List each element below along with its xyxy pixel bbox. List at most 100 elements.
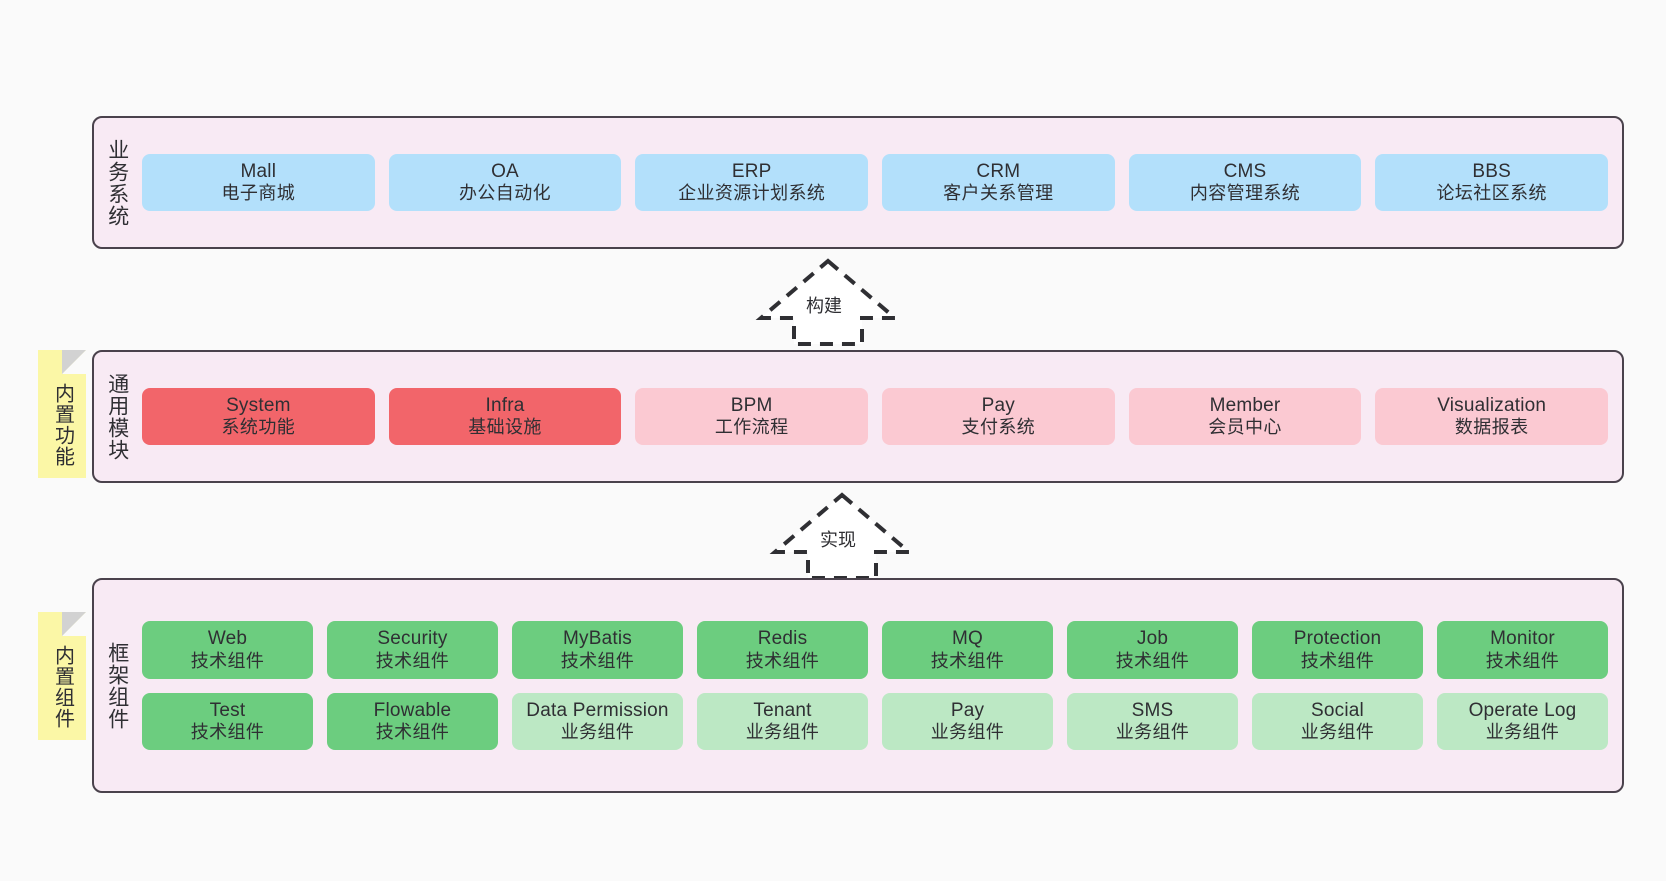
node-system[interactable]: System 系统功能 xyxy=(142,387,375,446)
connector-build: 构建 xyxy=(755,258,901,346)
node-bpm[interactable]: BPM 工作流程 xyxy=(635,387,869,446)
node-mq[interactable]: MQ 技术组件 xyxy=(882,621,1053,679)
node-title: Data Permission xyxy=(526,699,669,721)
node-subtitle: 企业资源计划系统 xyxy=(678,183,826,204)
node-web[interactable]: Web 技术组件 xyxy=(142,621,313,679)
node-row: System 系统功能 Infra 基础设施 BPM 工作流程 Pay 支付系统… xyxy=(142,387,1609,446)
layer-business-systems-title: 业务系统 xyxy=(105,138,129,227)
node-subtitle: 技术组件 xyxy=(930,650,1005,671)
node-title: Protection xyxy=(1293,628,1382,650)
node-subtitle: 技术组件 xyxy=(375,721,450,742)
node-title: CMS xyxy=(1223,160,1267,182)
node-title: Job xyxy=(1136,628,1169,650)
node-row: Test 技术组件 Flowable 技术组件 Data Permission … xyxy=(142,692,1608,750)
node-mall[interactable]: Mall 电子商城 xyxy=(142,153,375,212)
node-subtitle: 业务组件 xyxy=(1300,721,1375,742)
node-subtitle: 客户关系管理 xyxy=(943,183,1054,204)
node-subtitle: 技术组件 xyxy=(1300,650,1375,671)
node-title: Operate Log xyxy=(1468,699,1577,721)
node-row: Web 技术组件 Security 技术组件 MyBatis 技术组件 Redi… xyxy=(142,621,1608,679)
node-social[interactable]: Social 业务组件 xyxy=(1252,692,1423,750)
node-title: Flowable xyxy=(373,699,452,721)
node-subtitle: 论坛社区系统 xyxy=(1436,183,1547,204)
node-subtitle: 内容管理系统 xyxy=(1189,183,1301,204)
node-title: Security xyxy=(377,628,448,650)
node-title: Member xyxy=(1209,394,1281,416)
node-flowable[interactable]: Flowable 技术组件 xyxy=(327,692,498,750)
node-title: Pay xyxy=(981,394,1016,416)
node-data-permission[interactable]: Data Permission 业务组件 xyxy=(512,692,683,750)
node-subtitle: 技术组件 xyxy=(375,650,450,671)
sticky-note-builtin-components: 内置组件 xyxy=(38,612,86,740)
node-title: Redis xyxy=(757,628,808,650)
node-title: Visualization xyxy=(1437,394,1547,416)
node-subtitle: 电子商城 xyxy=(221,183,296,204)
node-title: Infra xyxy=(485,394,525,416)
node-title: OA xyxy=(491,160,519,182)
sticky-note-label: 内置组件 xyxy=(51,645,74,729)
node-erp[interactable]: ERP 企业资源计划系统 xyxy=(635,153,869,212)
node-title: Mall xyxy=(240,160,277,182)
node-subtitle: 系统功能 xyxy=(221,417,296,438)
node-operate-log[interactable]: Operate Log 业务组件 xyxy=(1437,692,1608,750)
layer-common-modules-body: System 系统功能 Infra 基础设施 BPM 工作流程 Pay 支付系统… xyxy=(140,352,1622,481)
generalization-arrow-icon xyxy=(769,492,915,580)
node-crm[interactable]: CRM 客户关系管理 xyxy=(882,153,1115,212)
layer-framework-components-title: 框架组件 xyxy=(105,641,129,730)
node-sms[interactable]: SMS 业务组件 xyxy=(1067,692,1238,750)
node-row: Mall 电子商城 OA 办公自动化 ERP 企业资源计划系统 CRM 客户关系… xyxy=(142,153,1609,212)
node-subtitle: 技术组件 xyxy=(745,650,820,671)
node-subtitle: 业务组件 xyxy=(560,721,635,742)
layer-business-systems-body: Mall 电子商城 OA 办公自动化 ERP 企业资源计划系统 CRM 客户关系… xyxy=(140,118,1622,247)
node-subtitle: 业务组件 xyxy=(1485,721,1560,742)
node-subtitle: 业务组件 xyxy=(930,721,1005,742)
layer-framework-components: 框架组件 Web 技术组件 Security 技术组件 MyBatis 技术组件… xyxy=(92,578,1624,793)
node-cms[interactable]: CMS 内容管理系统 xyxy=(1128,153,1362,212)
node-title: MyBatis xyxy=(563,628,632,650)
node-title: System xyxy=(226,394,291,416)
node-subtitle: 技术组件 xyxy=(1115,650,1190,671)
connector-build-label: 构建 xyxy=(806,296,842,316)
node-subtitle: 技术组件 xyxy=(560,650,635,671)
node-mybatis[interactable]: MyBatis 技术组件 xyxy=(512,621,683,679)
node-title: Test xyxy=(209,699,246,721)
connector-implement-label: 实现 xyxy=(820,530,856,550)
node-job[interactable]: Job 技术组件 xyxy=(1067,621,1238,679)
sticky-note-label: 内置功能 xyxy=(51,383,74,467)
layer-business-systems: 业务系统 Mall 电子商城 OA 办公自动化 ERP 企业资源计划系统 CRM… xyxy=(92,116,1624,249)
layer-common-modules: 通用模块 System 系统功能 Infra 基础设施 BPM 工作流程 Pay… xyxy=(92,350,1624,483)
node-member[interactable]: Member 会员中心 xyxy=(1128,387,1362,446)
node-subtitle: 业务组件 xyxy=(1115,721,1190,742)
node-test[interactable]: Test 技术组件 xyxy=(142,692,313,750)
node-title: Tenant xyxy=(753,699,812,721)
node-visualization[interactable]: Visualization 数据报表 xyxy=(1375,387,1609,446)
node-redis[interactable]: Redis 技术组件 xyxy=(697,621,868,679)
node-pay-component[interactable]: Pay 业务组件 xyxy=(882,692,1053,750)
node-monitor[interactable]: Monitor 技术组件 xyxy=(1437,621,1608,679)
node-subtitle: 技术组件 xyxy=(190,721,265,742)
node-protection[interactable]: Protection 技术组件 xyxy=(1252,621,1423,679)
node-subtitle: 技术组件 xyxy=(1485,650,1560,671)
node-bbs[interactable]: BBS 论坛社区系统 xyxy=(1375,153,1609,212)
connector-implement: 实现 xyxy=(769,492,915,580)
generalization-arrow-icon xyxy=(755,258,901,346)
node-title: Pay xyxy=(950,699,985,721)
node-title: Social xyxy=(1311,699,1364,721)
node-title: MQ xyxy=(951,628,983,650)
node-subtitle: 技术组件 xyxy=(190,650,265,671)
node-subtitle: 办公自动化 xyxy=(459,183,551,204)
layer-common-modules-title: 通用模块 xyxy=(105,372,129,461)
sticky-note-builtin-features: 内置功能 xyxy=(38,350,86,478)
node-subtitle: 数据报表 xyxy=(1454,417,1529,438)
node-security[interactable]: Security 技术组件 xyxy=(327,621,498,679)
node-infra[interactable]: Infra 基础设施 xyxy=(388,387,622,446)
node-title: CRM xyxy=(976,160,1021,182)
node-subtitle: 工作流程 xyxy=(714,417,789,438)
node-subtitle: 支付系统 xyxy=(961,417,1036,438)
node-oa[interactable]: OA 办公自动化 xyxy=(388,153,622,212)
node-pay-module[interactable]: Pay 支付系统 xyxy=(882,387,1115,446)
layer-framework-components-body: Web 技术组件 Security 技术组件 MyBatis 技术组件 Redi… xyxy=(140,580,1622,791)
node-title: BBS xyxy=(1472,160,1511,182)
node-tenant[interactable]: Tenant 业务组件 xyxy=(697,692,868,750)
